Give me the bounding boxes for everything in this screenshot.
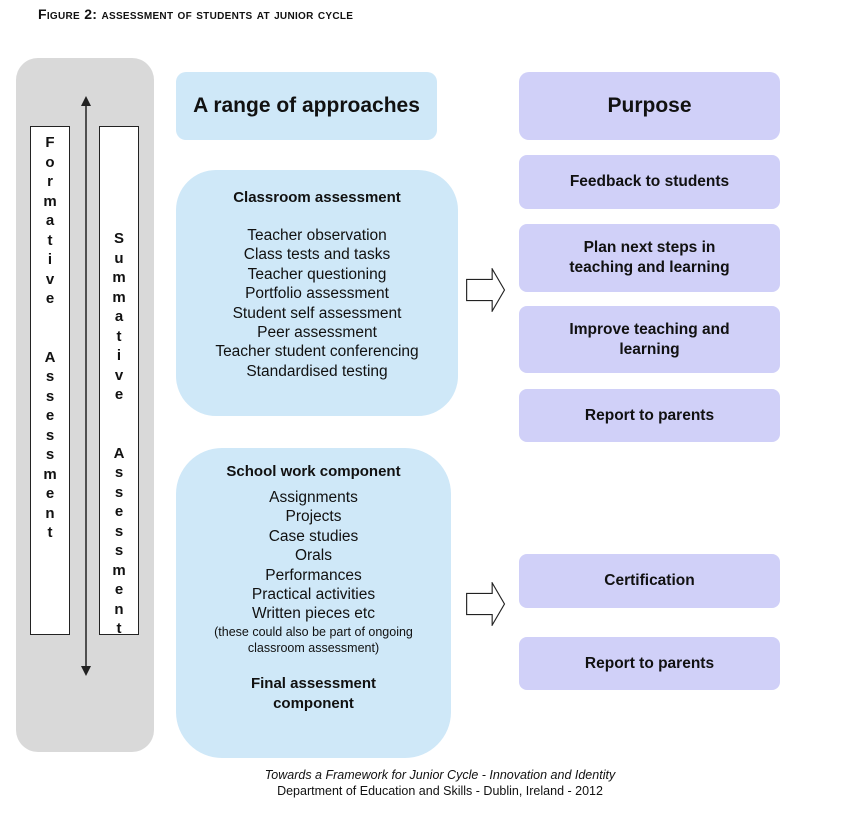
purpose-improve-label: Improve teaching and learning (569, 320, 729, 360)
list-item: Portfolio assessment (245, 285, 389, 303)
list-item: Assignments (269, 489, 358, 506)
list-item: Written pieces etc (252, 605, 375, 623)
purpose-report-final-label: Report to parents (584, 654, 715, 672)
purpose-plan-next-steps: Plan next steps in teaching and learning (519, 224, 780, 292)
purpose-report-label: Report to parents (584, 406, 715, 424)
purpose-header: Purpose (519, 72, 780, 140)
figure-title: Figure 2: assessment of students at juni… (38, 6, 354, 22)
school-work-component-box: School work component Assignments Projec… (176, 448, 451, 758)
list-item: Class tests and tasks (243, 246, 391, 264)
classroom-assessment-box: Classroom assessment Teacher observation… (176, 170, 458, 416)
purpose-improve-line2: learning (619, 340, 680, 358)
list-item: Teacher student conferencing (215, 343, 419, 361)
classroom-assessment-title: Classroom assessment (233, 189, 401, 206)
purpose-certification: Certification (519, 554, 780, 608)
list-item: Teacher observation (247, 227, 387, 244)
classroom-assessment-list: Teacher observation Class tests and task… (176, 226, 458, 381)
purpose-report-to-parents: Report to parents (519, 389, 780, 442)
list-item: Performances (265, 566, 362, 584)
school-work-note-line1: (these could also be part of ongoing (214, 624, 413, 639)
source-caption-title: Towards a Framework for Junior Cycle - I… (264, 768, 616, 782)
final-assessment-title: Final assessment component (176, 674, 451, 714)
purpose-feedback-to-students: Feedback to students (519, 155, 780, 209)
purpose-plan-line2: teaching and learning (569, 259, 730, 276)
classroom-to-purpose-arrow-icon (466, 268, 506, 312)
list-item: Student self assessment (232, 304, 402, 322)
list-item: Projects (285, 508, 342, 526)
approaches-header: A range of approaches (176, 72, 437, 140)
school-work-note-line2: classroom assessment) (247, 640, 380, 655)
list-item: Teacher questioning (247, 265, 387, 283)
list-item: Case studies (268, 527, 359, 545)
final-assessment-line1: Final assessment (250, 674, 377, 692)
final-assessment-line2: component (273, 694, 354, 712)
purpose-plan-line1: Plan next steps in (583, 239, 716, 256)
school-work-list: Assignments Projects Case studies Orals … (176, 488, 451, 624)
source-caption-publisher: Department of Education and Skills - Dub… (277, 784, 603, 798)
list-item: Standardised testing (246, 362, 388, 380)
purpose-feedback-label: Feedback to students (569, 173, 730, 190)
school-work-to-purpose-arrow-icon (466, 582, 506, 626)
school-work-component-title: School work component (226, 463, 401, 480)
list-item: Practical activities (251, 586, 376, 604)
purpose-improve-teaching: Improve teaching and learning (519, 306, 780, 373)
purpose-report-to-parents-final: Report to parents (519, 637, 780, 690)
purpose-plan-label: Plan next steps in teaching and learning (569, 238, 729, 278)
list-item: Peer assessment (257, 324, 377, 342)
purpose-improve-line1: Improve teaching and (569, 320, 730, 338)
purpose-certification-label: Certification (604, 572, 695, 589)
list-item: Orals (294, 547, 333, 565)
double-headed-arrow (81, 96, 91, 676)
